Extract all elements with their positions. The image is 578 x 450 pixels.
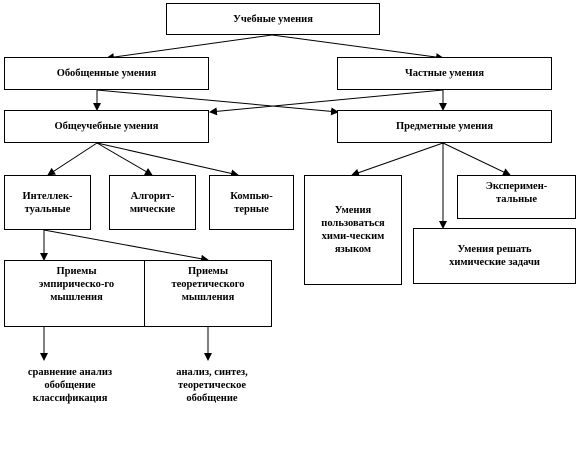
node-experimental: Эксперимен- тальные	[457, 175, 576, 219]
arrow-root-to-generalized	[106, 34, 273, 61]
node-learning-skills: Учебные умения	[166, 3, 380, 35]
empirical-methods-list: сравнение анализ обобщение классификация	[27, 367, 113, 404]
node-generalized-skills: Обобщенные умения	[4, 57, 209, 90]
node-chem-language: Умения пользоваться хими-ческим языком	[304, 175, 402, 285]
arrow-subject-to-experimental	[442, 142, 511, 176]
arrow-general-to-intellectual	[47, 142, 98, 176]
arrow-root-to-particular	[271, 34, 444, 62]
node-algorithmic: Алгорит- мические	[109, 175, 196, 230]
node-solve-chem-tasks: Умения решать химические задачи	[413, 228, 576, 284]
arrow-generalized-to-subject	[96, 89, 339, 116]
arrow-subject-to-language	[351, 142, 444, 177]
node-intellectual: Интеллек- туальные	[4, 175, 91, 230]
arrow-particular-to-general	[209, 89, 444, 116]
node-theoretical-thinking: Приемы теоретического мышления	[144, 260, 272, 327]
arrow-intellectual-to-theoretical	[43, 229, 209, 263]
node-general-educational-skills: Общеучебные умения	[4, 110, 209, 143]
arrow-general-to-computer	[96, 142, 239, 178]
node-particular-skills: Частные умения	[337, 57, 552, 90]
node-subject-skills: Предметные умения	[337, 110, 552, 143]
theoretical-methods-list: анализ, синтез, теоретическое обобщение	[176, 367, 248, 404]
node-empirical-thinking: Приемы эмпирическо-го мышления	[4, 260, 149, 327]
arrow-general-to-algorithmic	[96, 142, 153, 176]
node-computer: Компью- терные	[209, 175, 294, 230]
